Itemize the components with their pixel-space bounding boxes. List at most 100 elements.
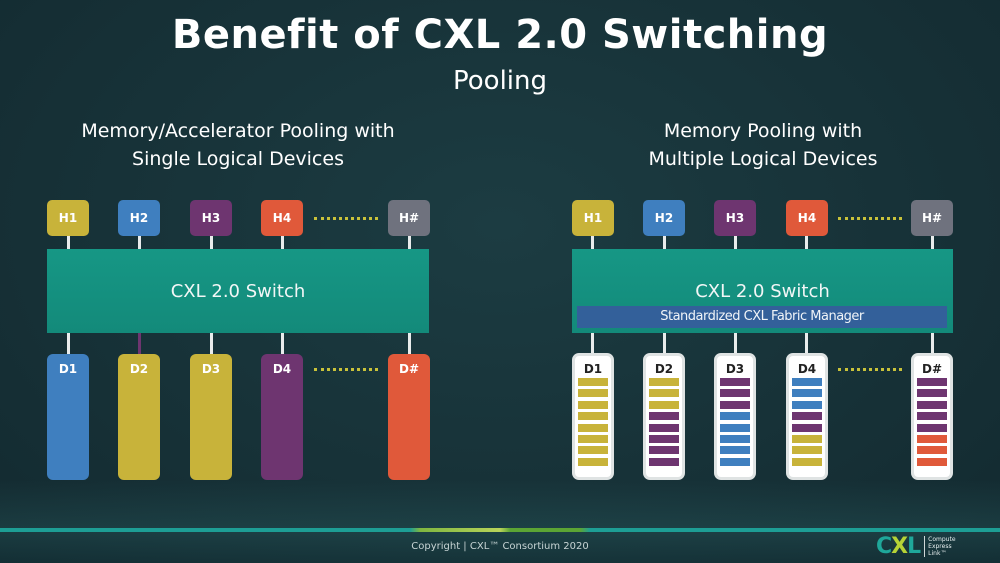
cxl-switch: CXL 2.0 Switch (47, 249, 429, 333)
host-label: H4 (797, 211, 817, 225)
wire (591, 236, 594, 249)
host-h1: H1 (47, 200, 89, 236)
wire (138, 333, 141, 354)
left-title-line1: Memory/Accelerator Pooling with (81, 120, 395, 142)
wire (281, 333, 284, 354)
device-label: D1 (583, 362, 603, 376)
tagline-line: Compute (928, 535, 956, 543)
wire (67, 333, 70, 354)
memory-slice (649, 378, 679, 386)
memory-slice (792, 412, 822, 421)
memory-slice (720, 434, 750, 443)
wire (210, 236, 213, 249)
tagline-line: Link™ (928, 549, 947, 557)
wire (281, 236, 284, 249)
wire (931, 333, 934, 353)
switch-label: CXL 2.0 Switch (170, 281, 306, 302)
wire (408, 333, 411, 354)
memory-slice (792, 389, 822, 398)
mld-device-d2: D2 (643, 353, 685, 480)
device-d4: D4 (261, 354, 303, 480)
host-h4: H4 (786, 200, 828, 236)
memory-slice (578, 434, 608, 443)
host-label: H1 (58, 211, 78, 225)
wire (663, 333, 666, 353)
host-hn: H# (388, 200, 430, 236)
memory-slice (917, 446, 947, 455)
fabric-manager-bar: Standardized CXL Fabric Manager (577, 306, 947, 328)
footer-accent-line (0, 528, 1000, 532)
wire (734, 333, 737, 353)
slide-title: Benefit of CXL 2.0 Switching (171, 12, 829, 58)
cxl-logo-tagline: Compute Express Link™ (924, 535, 956, 557)
host-label: H3 (725, 211, 745, 225)
memory-slice (792, 457, 822, 466)
host-h3: H3 (714, 200, 756, 236)
memory-slice (917, 378, 947, 386)
wire (805, 236, 808, 249)
wire (734, 236, 737, 249)
host-label: H# (398, 211, 420, 225)
left-title-line2: Single Logical Devices (132, 148, 344, 170)
memory-slice (720, 457, 750, 466)
switch-label: CXL 2.0 Switch (695, 281, 830, 302)
decorative-wave-background (0, 480, 1000, 563)
host-h1: H1 (572, 200, 614, 236)
device-dn: D# (388, 354, 430, 480)
host-label: H2 (129, 211, 149, 225)
device-label: D4 (272, 362, 292, 376)
tagline-line: Express (928, 542, 952, 550)
wire (67, 236, 70, 249)
device-label: D2 (129, 362, 149, 376)
wire (663, 236, 666, 249)
memory-slice (649, 446, 679, 455)
memory-slice (578, 412, 608, 421)
host-ellipsis-dots (314, 217, 378, 220)
cxl-logo: CXL Compute Express Link™ (876, 532, 994, 560)
memory-slice (792, 446, 822, 455)
memory-slice (578, 400, 608, 409)
host-label: H3 (201, 211, 221, 225)
memory-slice (649, 412, 679, 421)
right-title-line1: Memory Pooling with (663, 120, 863, 142)
right-title-line2: Multiple Logical Devices (648, 148, 878, 170)
wire (408, 236, 411, 249)
wire (210, 333, 213, 354)
host-label: H2 (654, 211, 674, 225)
device-ellipsis-dots (314, 368, 378, 371)
left-diagram-title: Memory/Accelerator Pooling with Single L… (18, 117, 458, 173)
memory-slice (578, 389, 608, 398)
memory-slice (720, 400, 750, 409)
host-h2: H2 (118, 200, 160, 236)
wire (138, 236, 141, 249)
memory-slice (720, 378, 750, 386)
mld-device-d1: D1 (572, 353, 614, 480)
device-label: D4 (797, 362, 817, 376)
memory-slice (792, 400, 822, 409)
memory-slice (649, 389, 679, 398)
host-h3: H3 (190, 200, 232, 236)
mld-device-d3: D3 (714, 353, 756, 480)
host-ellipsis-dots (838, 217, 902, 220)
memory-slice (792, 378, 822, 386)
host-label: H1 (583, 211, 603, 225)
memory-slice (649, 400, 679, 409)
copyright-text: Copyright | CXL™ Consortium 2020 (411, 541, 589, 552)
memory-slice (578, 423, 608, 432)
device-label: D# (398, 362, 419, 376)
wire (591, 333, 594, 353)
host-hn: H# (911, 200, 953, 236)
device-d3: D3 (190, 354, 232, 480)
memory-slice (720, 389, 750, 398)
slide-subtitle: Pooling (453, 66, 547, 96)
memory-slice (917, 400, 947, 409)
device-label: D1 (58, 362, 78, 376)
right-diagram-title: Memory Pooling with Multiple Logical Dev… (543, 117, 983, 173)
host-h4: H4 (261, 200, 303, 236)
memory-slice (917, 412, 947, 421)
host-label: H# (921, 211, 943, 225)
memory-slice (649, 434, 679, 443)
memory-slice (578, 446, 608, 455)
device-label: D# (921, 362, 942, 376)
memory-slice (578, 378, 608, 386)
